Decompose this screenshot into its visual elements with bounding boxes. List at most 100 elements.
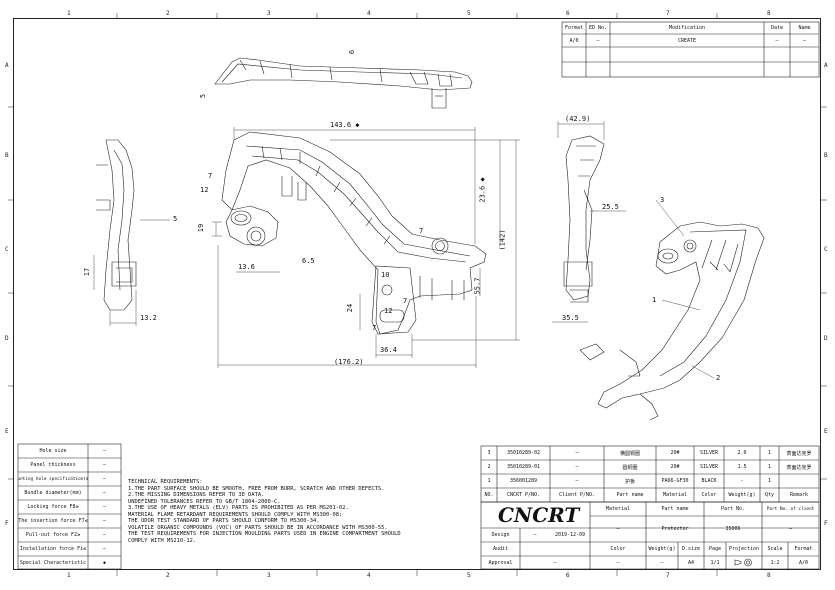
rev-format: A/0 (569, 37, 579, 44)
zone-bottom-5: 5 (467, 572, 471, 579)
dim-19: 19 (197, 223, 206, 233)
callout-2: 2 (716, 374, 721, 382)
zone-right-C: C (824, 246, 828, 253)
design-label: Design (491, 532, 510, 538)
zone-bottom-2: 2 (166, 572, 170, 579)
requirement-line: 1.THE PART SURFACE SHOULD BE SMOOTH, FRE… (128, 485, 385, 492)
spec-label: Pull-out force F2≥ (25, 532, 81, 538)
dsize-value: A4 (687, 559, 695, 566)
bom-qty: 1 (767, 478, 771, 484)
rev-date: — (775, 37, 779, 44)
bom-cncrt-pno: 35010289-01 (506, 464, 541, 470)
technical-requirements: TECHNICAL REQUIREMENTS: 1.THE PART SURFA… (128, 479, 401, 544)
spec-value: — (102, 490, 106, 496)
bom-qty: 1 (767, 464, 771, 470)
bom-client-pno: — (575, 478, 579, 484)
dim-10: 10 (381, 271, 390, 279)
format-label: Format (794, 546, 813, 552)
zone-left-A: A (5, 62, 9, 69)
dim-12-b: 12 (384, 307, 393, 315)
spec-value: — (102, 504, 106, 510)
bom-header-color: Color (701, 492, 717, 498)
bom-weight: - (740, 478, 744, 484)
dim-7-b: 7 (419, 227, 424, 235)
approval-label: Approval (488, 559, 513, 566)
dim-17: 17 (83, 267, 92, 277)
bom-remark: 表面达克罗 (786, 450, 812, 457)
bom-material: 20# (670, 464, 680, 470)
part-name-label: Part name (661, 506, 689, 512)
zone-left-C: C (5, 246, 9, 253)
page-label: Page (708, 546, 722, 552)
bom-no: 2 (487, 464, 491, 470)
rev-header-ed: ED No. (588, 25, 608, 31)
zone-top-7: 7 (666, 10, 670, 17)
spec-value: — (102, 532, 106, 538)
zone-right-E: E (824, 428, 828, 435)
bom-header-remark: Remark (789, 492, 809, 498)
dsize-label: D.size (681, 546, 701, 552)
spec-value: — (102, 462, 106, 468)
material-label: Material (605, 506, 631, 512)
requirement-line: UNDEFINED TOLERANCES REFER TO GB/T 1804-… (128, 498, 281, 505)
bom-header-client-pno: Client P/NO. (558, 492, 596, 498)
requirement-line: COMPLY WITH MS210-12. (128, 537, 197, 544)
dim-176-2: (176.2) (334, 358, 364, 366)
company-logo: CNCRT (498, 503, 580, 527)
dim-12: 12 (200, 186, 209, 194)
dim-55-7: 55.7 (473, 277, 482, 295)
requirement-line: VOLATILE ORGANIC COMPOUNDS (VOC) OF PART… (128, 524, 388, 531)
scale-label: Scale (767, 546, 783, 552)
bom-no: 1 (487, 478, 491, 484)
zone-bottom-3: 3 (267, 572, 271, 579)
spec-value: ◆ (102, 559, 106, 566)
zone-top-1: 1 (67, 10, 71, 17)
dim-7-c: 7 (403, 297, 408, 305)
spec-label: Panel thickness (30, 462, 76, 468)
client-part-no-label: Part No. of client (766, 506, 815, 512)
zone-right-D: D (824, 335, 828, 342)
requirement-line: THE ODOR TEST STANDARD OF PARTS SHOULD C… (128, 518, 320, 524)
spec-value: — (102, 518, 106, 524)
dim-142: (142) (498, 229, 507, 251)
zone-top-3: 3 (267, 10, 271, 17)
dim-6: 6 (348, 49, 357, 55)
callout-3: 3 (660, 196, 665, 204)
bom-weight: 2.0 (737, 450, 747, 456)
part-name-value: Protector (661, 526, 689, 532)
zone-right-F: F (824, 520, 828, 527)
spec-value: — (102, 546, 106, 552)
bom-header-material: Material (662, 492, 688, 498)
format-value: A/0 (798, 559, 809, 566)
bom-header-no: NO. (484, 492, 494, 498)
dim-23-6: 23.6 ◆ (478, 177, 487, 203)
zone-top-5: 5 (467, 10, 471, 17)
zone-top-8: 8 (767, 10, 771, 17)
dim-7-a: 7 (208, 172, 213, 180)
dim-35-5: 35.5 (562, 314, 579, 322)
callout-1: 1 (652, 296, 657, 304)
bom-part-name: 横圆铜圈 (619, 450, 640, 457)
rev-header-name: Name (798, 25, 811, 31)
rev-header-modification: Modification (668, 25, 706, 31)
weight-value: — (660, 559, 664, 566)
dim-5-left: 5 (173, 215, 178, 223)
projection-symbol-icon (726, 556, 762, 569)
zone-top-4: 4 (367, 10, 371, 17)
zone-left-E: E (5, 428, 9, 435)
bom-header-cncrt-pno: CNCRT P/NO. (506, 492, 541, 498)
dim-5-top: 5 (199, 93, 208, 99)
zone-left-B: B (5, 152, 9, 159)
requirement-line: 2.THE MISSING DIMENSIONS REFER TO 3D DAT… (128, 492, 265, 498)
spec-label: The insertion force F7≤ (18, 518, 88, 524)
spec-label: Bundle diameter(mm) (24, 490, 82, 496)
bom-color: BLACK (701, 478, 717, 484)
bom-qty: 1 (767, 450, 771, 456)
bom-client-pno: — (575, 464, 579, 470)
rev-modification: CREATE (677, 37, 697, 44)
dim-36-4: 36.4 (380, 346, 397, 354)
part-no-label: Part No. (720, 506, 746, 512)
spec-label: Hole size (39, 448, 67, 454)
